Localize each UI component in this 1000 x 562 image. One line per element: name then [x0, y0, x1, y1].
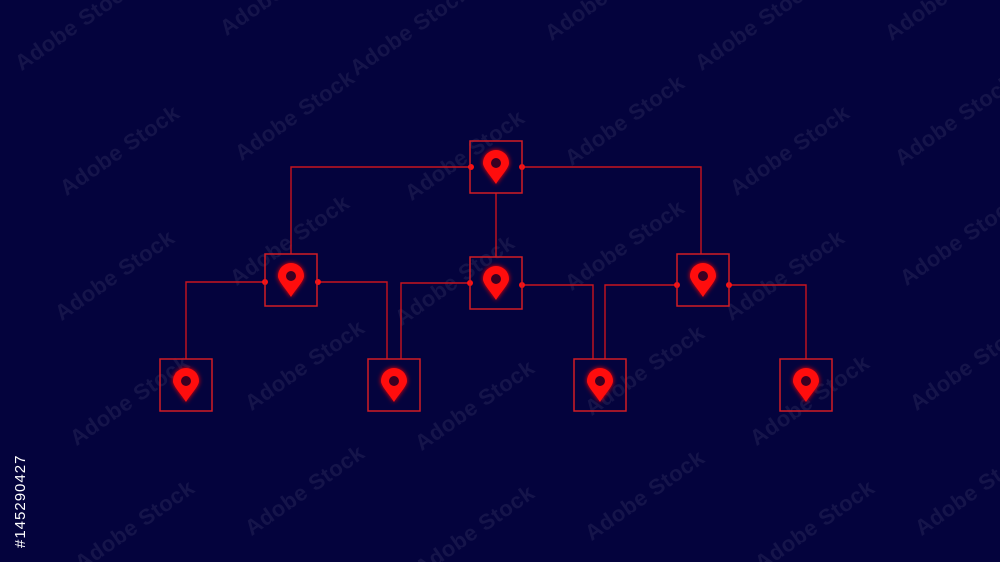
map-pin-icon — [483, 150, 509, 184]
map-pin-icon — [278, 263, 304, 297]
map-pin-icon — [690, 263, 716, 297]
connector-mid-right-to-leaf-4 — [729, 284, 807, 359]
node-leaf-1 — [159, 358, 213, 412]
connector-root-to-mid-left — [290, 166, 471, 254]
node-mid-left — [264, 253, 318, 307]
connector-mid-left-to-leaf-2 — [318, 281, 388, 359]
node-group — [159, 140, 833, 412]
stock-id-label: #145290427 — [12, 454, 29, 548]
connector-dot — [468, 164, 474, 170]
connector-root-to-mid-right — [522, 166, 702, 254]
connector-lines — [185, 166, 807, 359]
node-box — [779, 358, 833, 412]
map-pin-icon — [173, 368, 199, 402]
node-leaf-3 — [573, 358, 627, 412]
map-pin-icon — [793, 368, 819, 402]
connector-dot — [315, 279, 321, 285]
node-box — [573, 358, 627, 412]
node-box — [469, 140, 523, 194]
connector-mid-center-to-leaf-3 — [522, 284, 594, 359]
node-mid-right — [676, 253, 730, 307]
node-box — [367, 358, 421, 412]
map-pin-icon — [483, 266, 509, 300]
node-root — [469, 140, 523, 194]
node-leaf-2 — [367, 358, 421, 412]
connector-mid-center-to-leaf-2 — [400, 282, 470, 359]
node-box — [159, 358, 213, 412]
connector-mid-left-to-leaf-1 — [185, 281, 265, 359]
node-box — [469, 256, 523, 310]
node-box — [676, 253, 730, 307]
map-pin-icon — [587, 368, 613, 402]
node-mid-center — [469, 256, 523, 310]
map-pin-icon — [381, 368, 407, 402]
node-box — [264, 253, 318, 307]
connector-mid-right-to-leaf-3 — [604, 284, 677, 359]
node-leaf-4 — [779, 358, 833, 412]
